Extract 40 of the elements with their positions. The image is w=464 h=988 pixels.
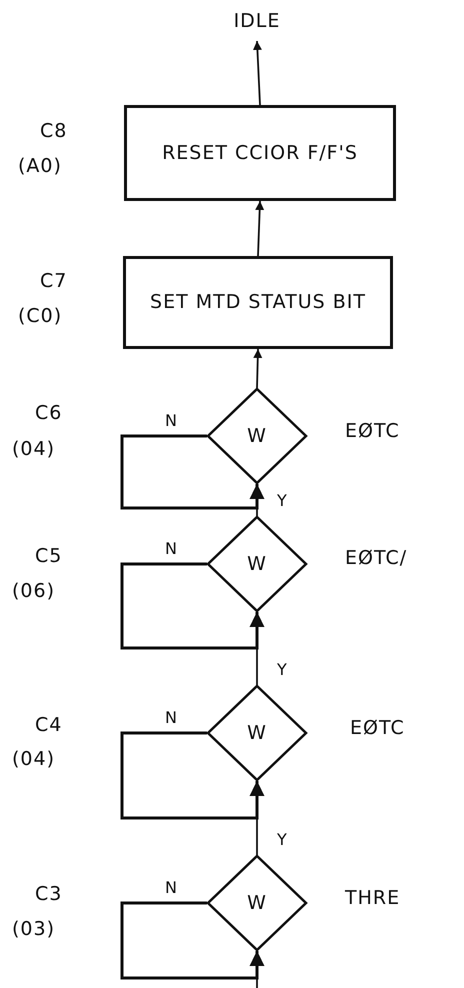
- state-code: (04): [12, 438, 56, 460]
- arrow: [120, 902, 264, 980]
- arrow: [252, 951, 262, 988]
- arrow: [120, 434, 264, 510]
- decision-label: W: [247, 424, 267, 449]
- condition-label: EØTC: [350, 717, 405, 739]
- arrow: [252, 40, 262, 106]
- state-number: C5: [35, 545, 62, 567]
- condition-label: EØTC/: [345, 547, 408, 569]
- decision-diamond: [207, 388, 307, 484]
- decision-label: W: [247, 720, 267, 746]
- process-box: [124, 105, 396, 201]
- terminal-text: IDLE: [234, 8, 280, 34]
- arrow: [120, 562, 264, 650]
- state-number: C4: [35, 714, 62, 736]
- state-number: C3: [35, 883, 62, 905]
- state-code: (A0): [18, 155, 62, 177]
- arrow: [120, 732, 264, 820]
- state-number: C7: [40, 270, 68, 292]
- arrow: [253, 348, 262, 388]
- state-number: C8: [40, 120, 68, 142]
- decision-diamond: [207, 855, 307, 951]
- state-code: (03): [12, 918, 56, 940]
- arrow: [252, 781, 262, 855]
- decision-diamond: [207, 516, 307, 612]
- state-code: (C0): [18, 305, 62, 327]
- condition-label: THRE: [345, 887, 400, 909]
- arrow: [252, 612, 262, 685]
- arrow: [255, 200, 264, 256]
- step-text: RESET CCIOR F/F'S: [162, 140, 358, 166]
- step-text: SET MTD STATUS BIT: [150, 290, 366, 316]
- process-box: [123, 256, 393, 349]
- decision-label: W: [247, 890, 267, 916]
- state-code: (04): [12, 748, 56, 770]
- state-code: (06): [12, 580, 56, 602]
- decision-diamond: [207, 685, 307, 781]
- condition-label: EØTC: [345, 420, 400, 442]
- decision-label: W: [247, 552, 267, 577]
- state-number: C6: [35, 402, 62, 424]
- arrow: [252, 484, 262, 516]
